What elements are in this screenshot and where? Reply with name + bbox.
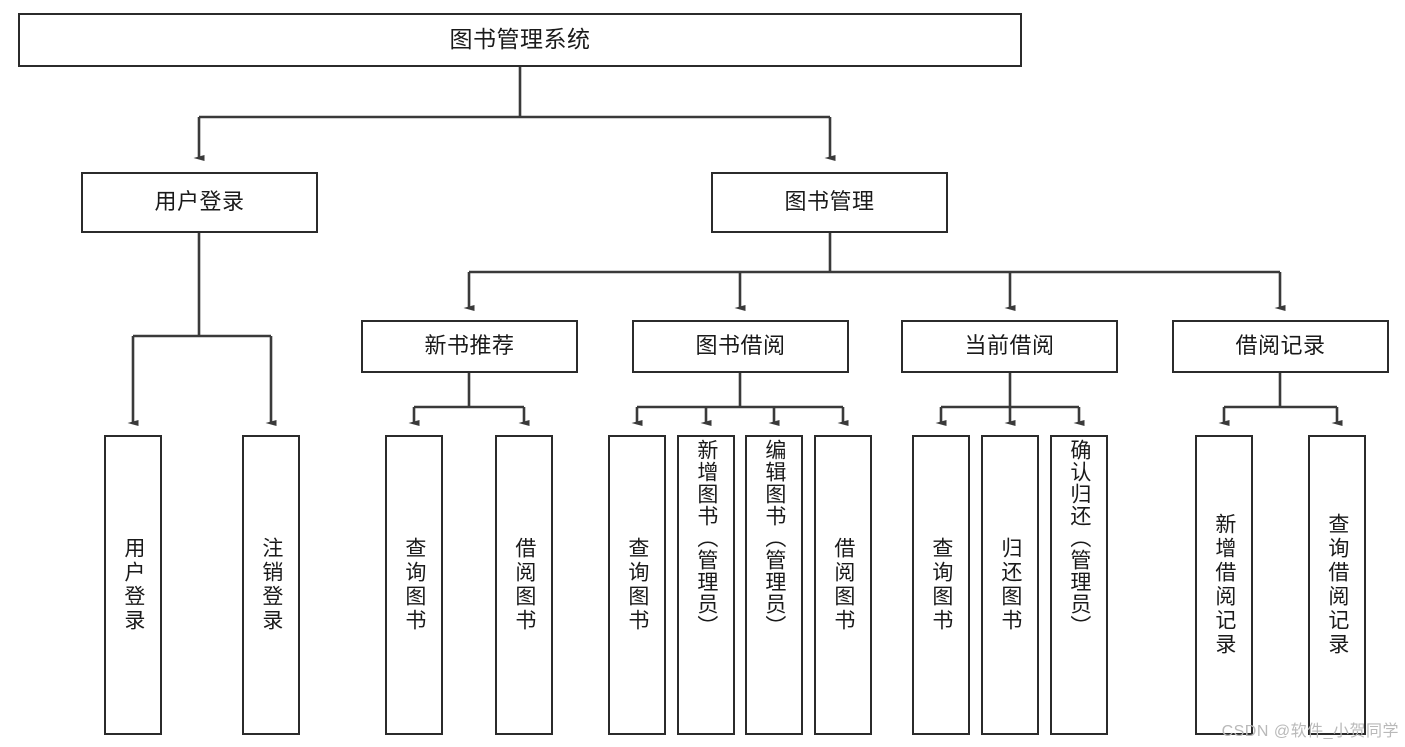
leaf-edit-book[interactable]: 编辑图书（管理员） — [745, 435, 803, 735]
node-label: 图书管理系统 — [449, 26, 591, 53]
leaf-add-record[interactable]: 新增借阅记录 — [1195, 435, 1253, 735]
node-label: 新增图书（管理员） — [694, 439, 718, 637]
leaf-logout-login[interactable]: 注销登录 — [242, 435, 300, 735]
node-root-system[interactable]: 图书管理系统 — [18, 13, 1022, 67]
csdn-watermark: CSDN @软件_小贺同学 — [1221, 723, 1399, 740]
node-label: 图书借阅 — [695, 333, 786, 359]
leaf-borrow-book-1[interactable]: 借阅图书 — [495, 435, 553, 735]
node-user-login[interactable]: 用户登录 — [81, 172, 318, 233]
leaf-confirm-return[interactable]: 确认归还（管理员） — [1050, 435, 1108, 735]
leaf-return-book[interactable]: 归还图书 — [981, 435, 1039, 735]
node-label: 查询借阅记录 — [1325, 513, 1349, 657]
node-label: 归还图书 — [998, 537, 1022, 633]
node-book-manage[interactable]: 图书管理 — [711, 172, 948, 233]
node-label: 借阅图书 — [512, 537, 536, 633]
leaf-user-login[interactable]: 用户登录 — [104, 435, 162, 735]
node-label: 当前借阅 — [964, 333, 1055, 359]
leaf-query-book-2[interactable]: 查询图书 — [608, 435, 666, 735]
node-label: 新书推荐 — [424, 333, 515, 359]
leaf-query-record[interactable]: 查询借阅记录 — [1308, 435, 1366, 735]
node-label: 借阅图书 — [831, 537, 855, 633]
node-label: 新增借阅记录 — [1212, 513, 1236, 657]
node-label: 查询图书 — [402, 537, 426, 633]
node-current-borrow[interactable]: 当前借阅 — [901, 320, 1118, 373]
node-label: 注销登录 — [259, 537, 283, 633]
node-book-borrow[interactable]: 图书借阅 — [632, 320, 849, 373]
leaf-query-book-1[interactable]: 查询图书 — [385, 435, 443, 735]
node-label: 用户登录 — [121, 537, 145, 633]
leaf-query-book-3[interactable]: 查询图书 — [912, 435, 970, 735]
node-label: 查询图书 — [625, 537, 649, 633]
node-label: 查询图书 — [929, 537, 953, 633]
leaf-add-book[interactable]: 新增图书（管理员） — [677, 435, 735, 735]
leaf-borrow-book-2[interactable]: 借阅图书 — [814, 435, 872, 735]
node-label: 用户登录 — [154, 189, 245, 215]
node-new-book-recommend[interactable]: 新书推荐 — [361, 320, 578, 373]
node-label: 编辑图书（管理员） — [762, 439, 786, 637]
node-label: 确认归还（管理员） — [1067, 439, 1091, 637]
node-label: 借阅记录 — [1235, 333, 1326, 359]
node-borrow-record[interactable]: 借阅记录 — [1172, 320, 1389, 373]
node-label: 图书管理 — [784, 189, 875, 215]
